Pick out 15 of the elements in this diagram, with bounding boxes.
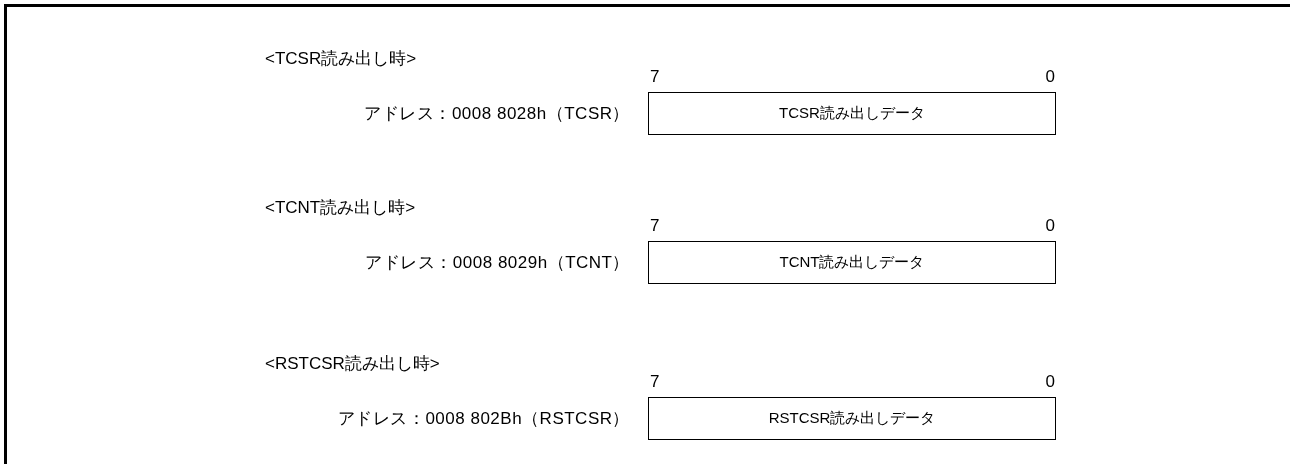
bit-number: 0 bbox=[1045, 372, 1055, 392]
section-heading: <RSTCSR読み出し時> bbox=[265, 354, 440, 374]
section-heading: <TCSR読み出し時> bbox=[265, 49, 417, 69]
register-box: RSTCSR読み出しデータ bbox=[648, 397, 1056, 440]
bit-number: 0 bbox=[1045, 216, 1055, 236]
register-box: TCNT読み出しデータ bbox=[648, 241, 1056, 284]
register-box: TCSR読み出しデータ bbox=[648, 92, 1056, 135]
bit-number: 0 bbox=[1045, 67, 1055, 87]
bit-number: 7 bbox=[650, 372, 660, 392]
address-label: アドレス：0008 802Bh（RSTCSR） bbox=[337, 409, 630, 429]
section-heading: <TCNT読み出し時> bbox=[265, 198, 416, 218]
address-label: アドレス：0008 8028h（TCSR） bbox=[364, 104, 630, 124]
bit-number: 7 bbox=[650, 216, 660, 236]
bit-number: 7 bbox=[650, 67, 660, 87]
address-label: アドレス：0008 8029h（TCNT） bbox=[365, 253, 630, 273]
